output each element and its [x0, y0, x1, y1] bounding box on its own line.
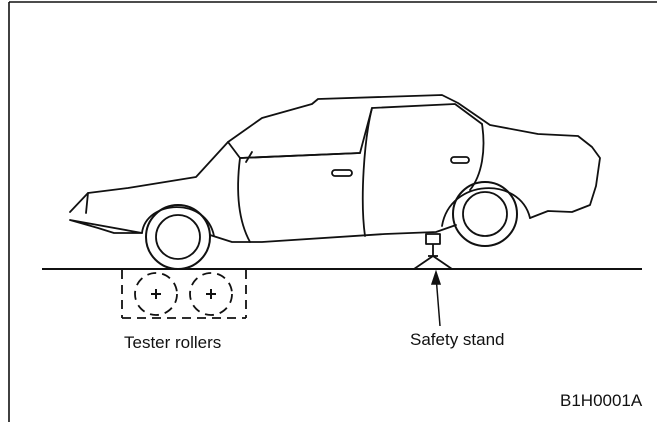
front-door-line: [237, 157, 251, 243]
figure-code: B1H0001A: [560, 391, 643, 410]
roller-left-plus: [151, 289, 161, 299]
car: [69, 94, 601, 243]
car-body-outline: [69, 94, 601, 243]
rear-wheel-arch: [441, 187, 531, 227]
roller-right-plus: [206, 289, 216, 299]
rear-door-line: [469, 123, 485, 191]
front-wheel: [145, 204, 211, 270]
figure-border: [8, 1, 657, 422]
front-wheel-arch: [141, 206, 215, 237]
rear-wheel: [452, 181, 518, 247]
safety-stand-label: Safety stand: [410, 330, 505, 349]
center-pillar: [361, 107, 373, 237]
roller-left: [134, 272, 178, 316]
roller-housing: [121, 270, 247, 319]
window-line-lower: [239, 152, 361, 159]
side-mirror: [245, 151, 253, 163]
window-line: [227, 103, 483, 159]
safety-stand: [413, 233, 453, 270]
stand-leader-arrow: [430, 269, 442, 327]
tester-rollers: [121, 270, 247, 319]
front-door-handle: [331, 169, 353, 177]
roller-right: [189, 272, 233, 316]
body-crease: [85, 192, 89, 214]
tester-rollers-label: Tester rollers: [124, 333, 222, 352]
rear-door-handle: [450, 156, 470, 164]
